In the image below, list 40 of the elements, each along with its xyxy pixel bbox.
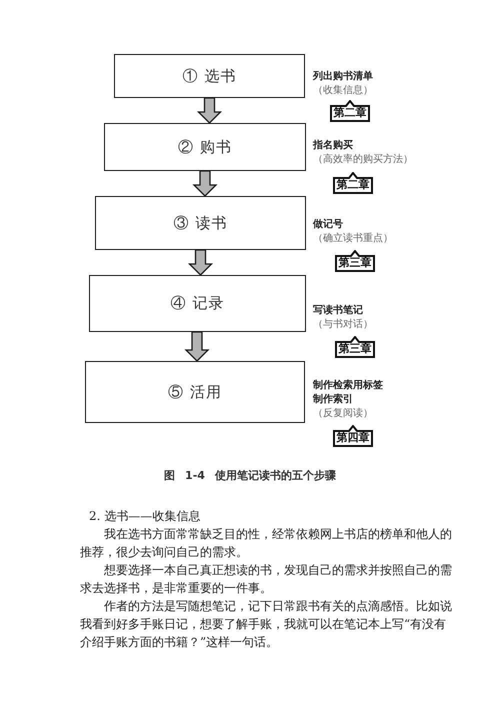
chapter-label: 第二章 <box>332 106 368 120</box>
figure-caption: 图 1-4 使用笔记读书的五个步骤 <box>163 468 337 484</box>
annotation-text: 指名购买 <box>313 139 353 153</box>
annotation-text: （收集信息） <box>313 84 373 98</box>
block-arrow <box>192 170 218 197</box>
process-box <box>85 361 305 423</box>
step-label: ④ 记录 <box>170 294 224 313</box>
block-arrow <box>188 249 214 276</box>
block-arrow <box>184 331 210 362</box>
chapter-tag <box>330 100 370 122</box>
process-box <box>95 196 306 250</box>
chapter-tag <box>335 250 375 272</box>
annotation-text: 制作索引 <box>313 393 353 407</box>
chapter-label: 第二章 <box>336 178 370 192</box>
annotation-text: （高效率的购买方法） <box>313 153 413 167</box>
annotation-text: 制作检索用标签 <box>313 379 383 393</box>
process-box <box>114 54 305 98</box>
chapter-label: 第三章 <box>338 256 372 270</box>
body-paragraph: 想要选择一本自己真正想读的书，发现自己的需求并按照自己的需求去选择书，是非常重要的一件事。 <box>80 562 453 597</box>
body-paragraph: 我在选书方面常常缺乏目的性，经常依赖网上书店的榜单和他人的推荐，很少去询问自己的需求。 <box>80 526 453 561</box>
annotation-text: （与书对话） <box>313 318 373 332</box>
chapter-label: 第三章 <box>338 342 372 356</box>
step-label: ② 购书 <box>178 138 232 156</box>
annotation-text: 列出购书清单 <box>313 70 373 84</box>
annotation-text: 做记号 <box>313 218 343 232</box>
step-label: ⑤ 活用 <box>168 382 222 402</box>
annotation-text: （确立读书重点） <box>313 232 393 246</box>
chapter-label: 第四章 <box>336 431 370 445</box>
annotation-text: 写读书笔记 <box>313 304 363 318</box>
process-box <box>89 275 306 332</box>
section-heading: 2. 选书——收集信息 <box>89 508 202 525</box>
block-arrow <box>196 97 222 124</box>
process-box <box>104 123 306 171</box>
step-label: ① 选书 <box>182 66 236 86</box>
chapter-tag <box>333 425 373 447</box>
step-label: ③ 读书 <box>174 214 228 232</box>
body-paragraph: 作者的方法是写随想笔记，记下日常跟书有关的点滴感悟。比如说我看到好多手账日记，想要了解手账，我就可以在笔记本上写“有没有介绍手账方面的书籍？”这样一句话。 <box>80 598 453 651</box>
chapter-tag <box>335 336 375 358</box>
chapter-tag <box>333 172 373 194</box>
annotation-text: （反复阅读） <box>313 407 373 421</box>
